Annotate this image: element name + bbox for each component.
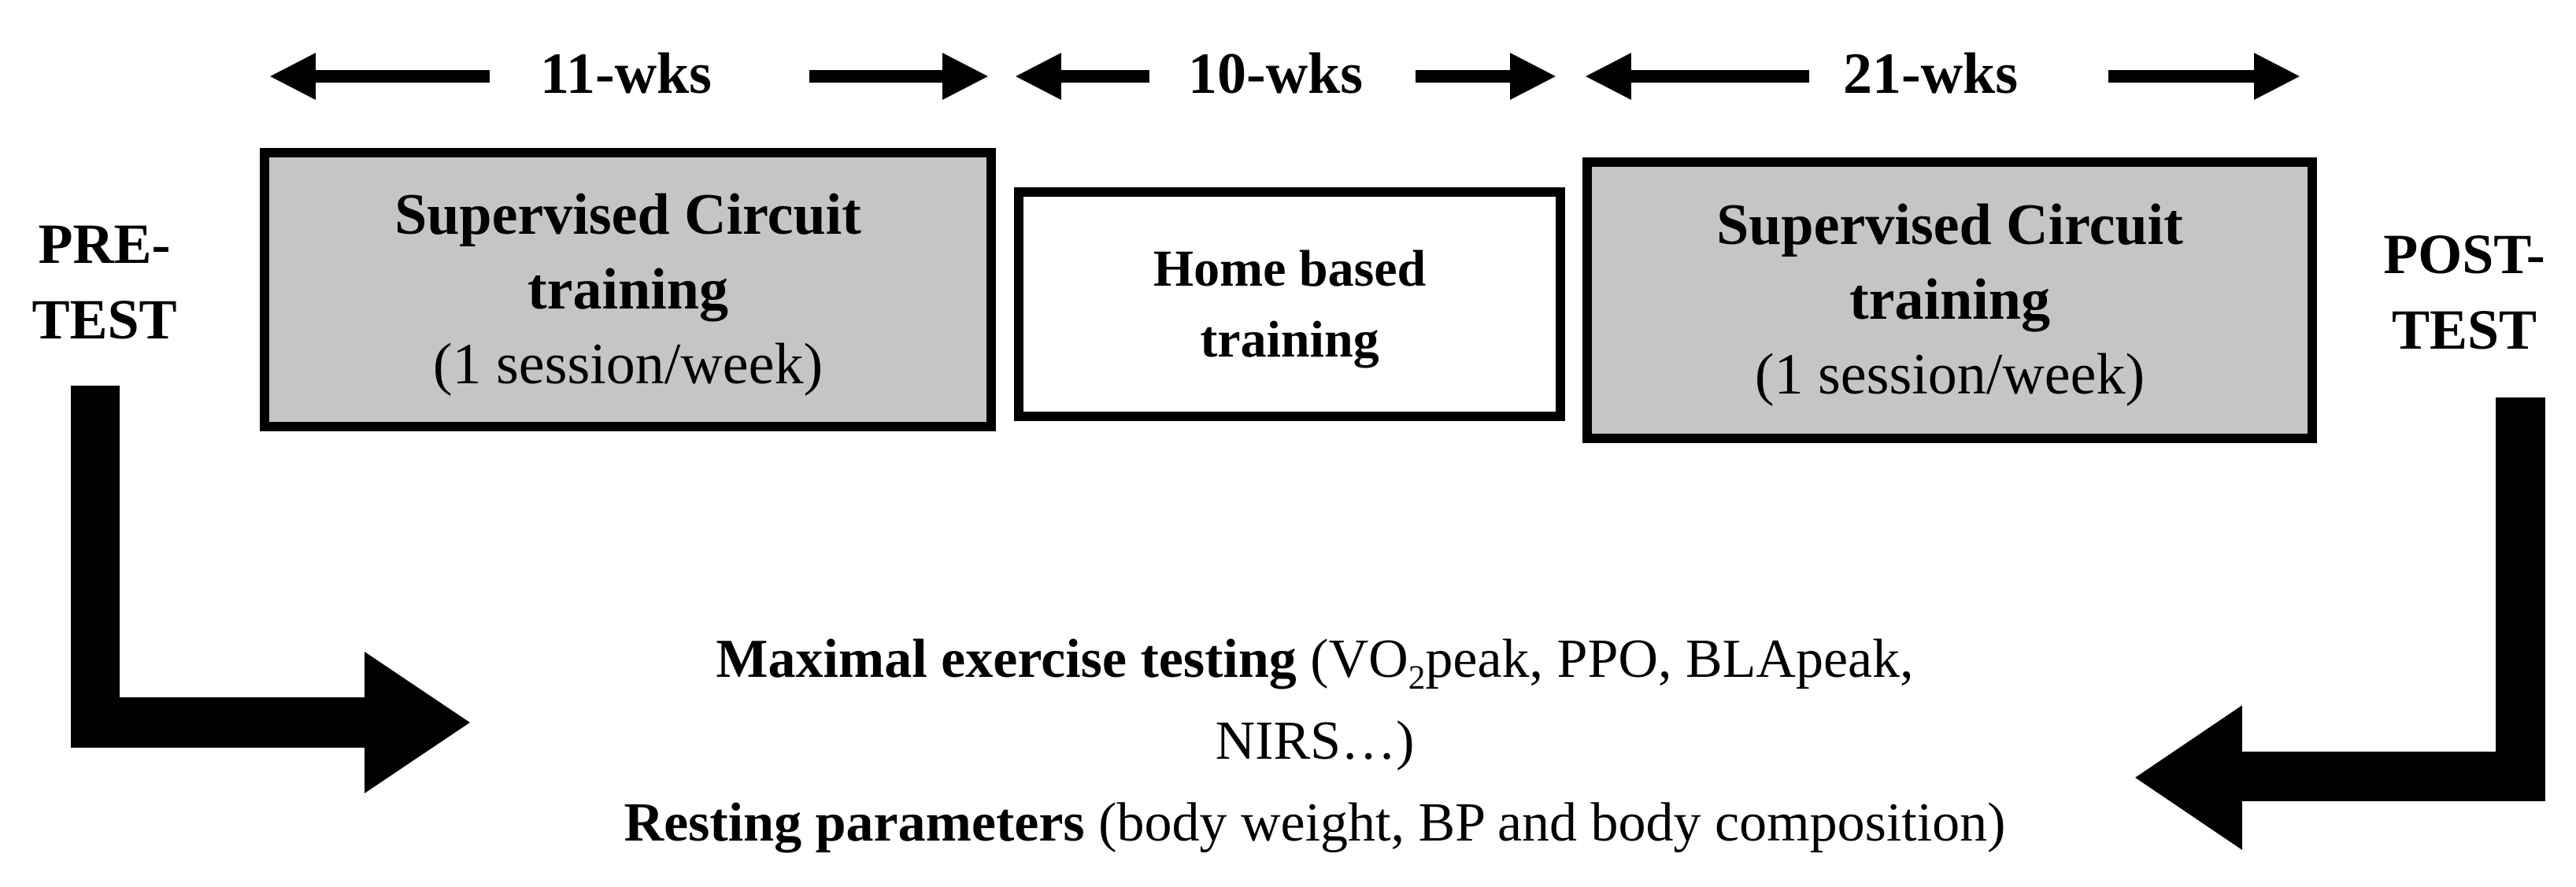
arrow-line bbox=[1416, 70, 1510, 83]
arrow-line bbox=[1061, 70, 1149, 83]
posttest-label-line2: TEST bbox=[2391, 298, 2537, 361]
duration-label: 11-wks bbox=[540, 42, 712, 106]
arrow-line bbox=[1631, 70, 1809, 83]
phase-text-line3: (1 session/week) bbox=[432, 331, 824, 397]
arrowhead-left-icon bbox=[270, 53, 316, 100]
duration-label: 10-wks bbox=[1187, 42, 1364, 106]
arrowhead-right-icon bbox=[2254, 53, 2300, 100]
phase-text-line3: (1 session/week) bbox=[1754, 342, 2145, 407]
posttest-label: POST- TEST bbox=[2366, 216, 2563, 368]
outcome-line-maximal-testing: Maximal exercise testing (VO2peak, PPO, … bbox=[716, 629, 1914, 697]
phase-box-supervised-circuit-2: Supervised Circuit training (1 session/w… bbox=[1582, 157, 2317, 443]
arrowhead-right-icon bbox=[942, 53, 988, 100]
arrow-vertical-bar bbox=[71, 386, 120, 748]
phase-box-home-based: Home based training bbox=[1014, 187, 1565, 421]
arrow-vertical-bar bbox=[2496, 397, 2545, 801]
phase-text-line2: training bbox=[1200, 310, 1379, 368]
outcome-line-resting-parameters: Resting parameters (body weight, BP and … bbox=[624, 793, 2006, 853]
pretest-label-line1: PRE- bbox=[38, 213, 171, 275]
arrow-line bbox=[2108, 70, 2254, 83]
arrow-line bbox=[316, 70, 490, 83]
arrowhead-left-icon bbox=[2135, 705, 2242, 850]
outcome-measures-text: Maximal exercise testing (VO2peak, PPO, … bbox=[315, 619, 2315, 864]
phase-box-supervised-circuit-1: Supervised Circuit training (1 session/w… bbox=[260, 148, 996, 431]
arrowhead-left-icon bbox=[1016, 53, 1061, 100]
phase-text-line2: training bbox=[1849, 268, 2050, 332]
arrow-horizontal-bar bbox=[71, 697, 365, 748]
posttest-label-line1: POST- bbox=[2383, 223, 2545, 286]
phase-text-line1: Supervised Circuit bbox=[394, 182, 861, 247]
pretest-label-line2: TEST bbox=[31, 288, 177, 351]
arrowhead-left-icon bbox=[1586, 53, 1631, 100]
phase-text-line2: training bbox=[527, 257, 728, 322]
phase-text-line1: Supervised Circuit bbox=[1716, 193, 2183, 257]
arrow-line bbox=[809, 70, 942, 83]
phase-text-line1: Home based bbox=[1153, 239, 1427, 298]
arrowhead-right-icon bbox=[1510, 53, 1556, 100]
arrow-horizontal-bar bbox=[2242, 752, 2545, 801]
arrowhead-right-icon bbox=[365, 652, 470, 793]
pretest-label: PRE- TEST bbox=[12, 206, 197, 357]
outcome-line-nirs: NIRS…) bbox=[1215, 711, 1415, 771]
duration-label: 21-wks bbox=[1842, 42, 2019, 106]
